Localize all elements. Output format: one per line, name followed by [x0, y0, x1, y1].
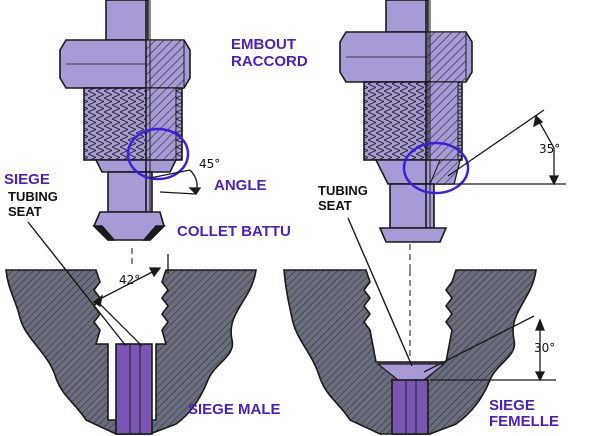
- male-fitting: [59, 0, 191, 241]
- female-fitting: [339, 0, 473, 243]
- label-seat-left: SEAT: [8, 204, 42, 219]
- highlight-circle-right: [402, 141, 470, 195]
- angle-30-label: 30°: [534, 341, 556, 355]
- angle-30-marker: [409, 270, 556, 382]
- seat-block-female: [391, 379, 429, 435]
- angle-42-label: 42°: [119, 273, 141, 287]
- leader-tubing-seat-left: [27, 221, 127, 347]
- seat-block-male: [115, 343, 153, 435]
- tube-upper-left: [105, 0, 149, 41]
- highlight-circle-left: [126, 127, 190, 181]
- angle-45-marker: [149, 169, 202, 196]
- angle-42-marker: [92, 254, 169, 347]
- label-seat-right: SEAT: [318, 198, 352, 213]
- leader-lines: [27, 217, 413, 367]
- label-angle: ANGLE: [214, 177, 267, 194]
- angle-35-marker: [436, 109, 566, 186]
- leader-tubing-seat-right: [347, 217, 413, 367]
- angle-35-label: 35°: [539, 142, 561, 156]
- male-seat-body: [5, 269, 257, 435]
- label-tubing-left: TUBING: [8, 189, 58, 204]
- label-siege-male: SIEGE MALE: [188, 401, 281, 418]
- female-seat-body: [283, 269, 537, 435]
- angle-45-label: 45°: [199, 157, 221, 171]
- label-siege-femelle-1: SIEGE: [489, 397, 535, 414]
- label-raccord: RACCORD: [231, 53, 308, 70]
- label-siege-femelle-2: FEMELLE: [489, 413, 559, 430]
- label-collet-battu: COLLET BATTU: [177, 223, 291, 240]
- label-tubing-right: TUBING: [318, 183, 368, 198]
- label-siege-left: SIEGE: [4, 171, 50, 188]
- label-embout: EMBOUT: [231, 36, 296, 53]
